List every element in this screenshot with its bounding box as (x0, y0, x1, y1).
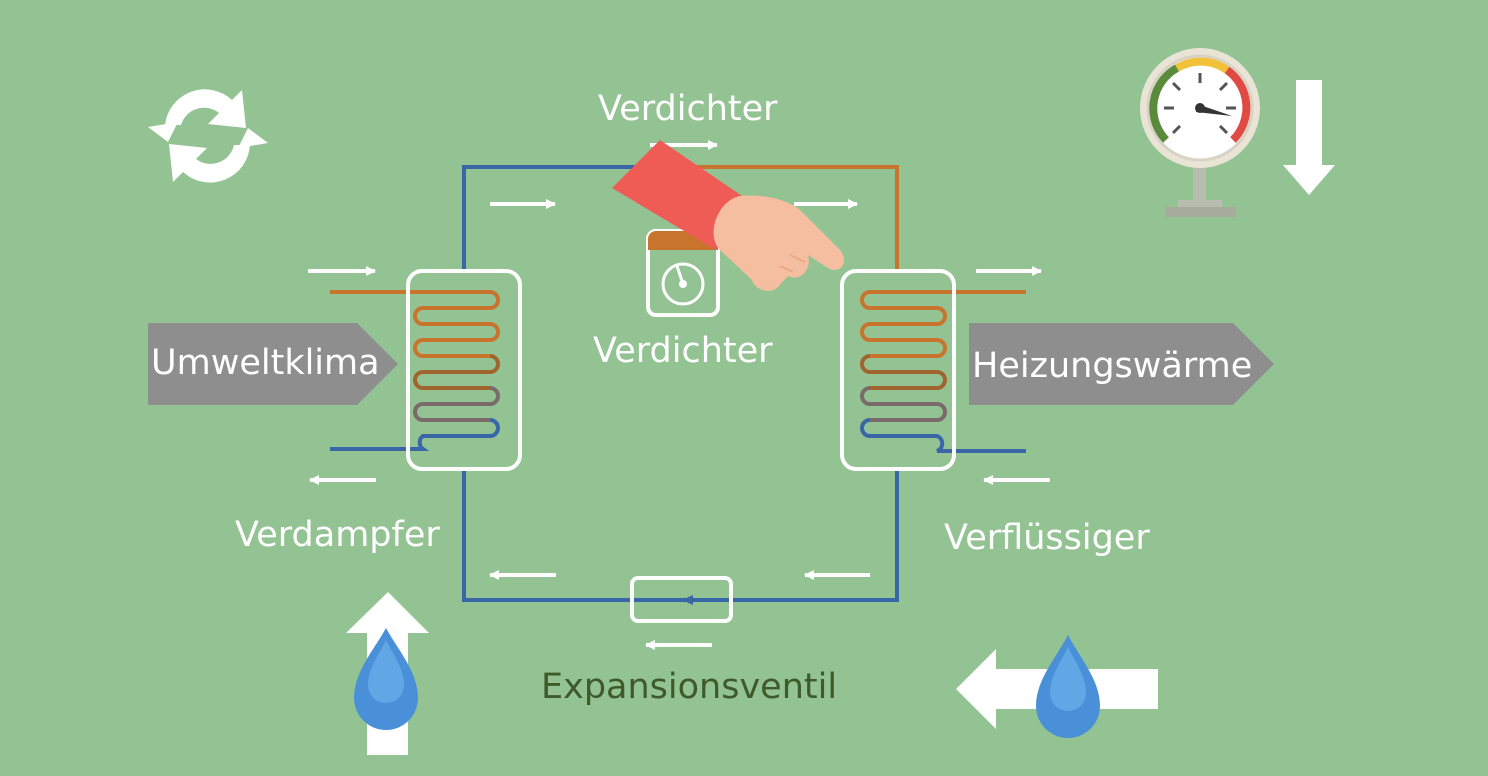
environment-block-arrow (148, 323, 398, 405)
refrigerant-loop (330, 165, 1026, 602)
heating-block-arrow (969, 323, 1274, 405)
pointing-hand-icon (612, 140, 845, 291)
cycle-arrows-icon (148, 89, 268, 183)
evaporator-label: Verdampfer (235, 515, 440, 555)
water-drop-icon (1036, 635, 1100, 738)
condenser-label: Verflüssiger (944, 518, 1150, 558)
compressor-top-label: Verdichter (598, 89, 778, 129)
pressure-gauge-icon (1140, 48, 1260, 217)
condenser-unit (840, 269, 956, 471)
compressor-label: Verdichter (593, 331, 773, 371)
flow-arrows (308, 140, 1050, 650)
evaporator-unit (406, 269, 522, 471)
environment-label: Umweltklima (151, 343, 380, 383)
expansion-valve-label: Expansionsventil (541, 667, 838, 707)
expansion-valve-unit (630, 576, 733, 623)
heating-label: Heizungswärme (972, 346, 1253, 386)
pressure-down-arrow (1283, 80, 1335, 195)
water-drop-icon (354, 628, 418, 730)
